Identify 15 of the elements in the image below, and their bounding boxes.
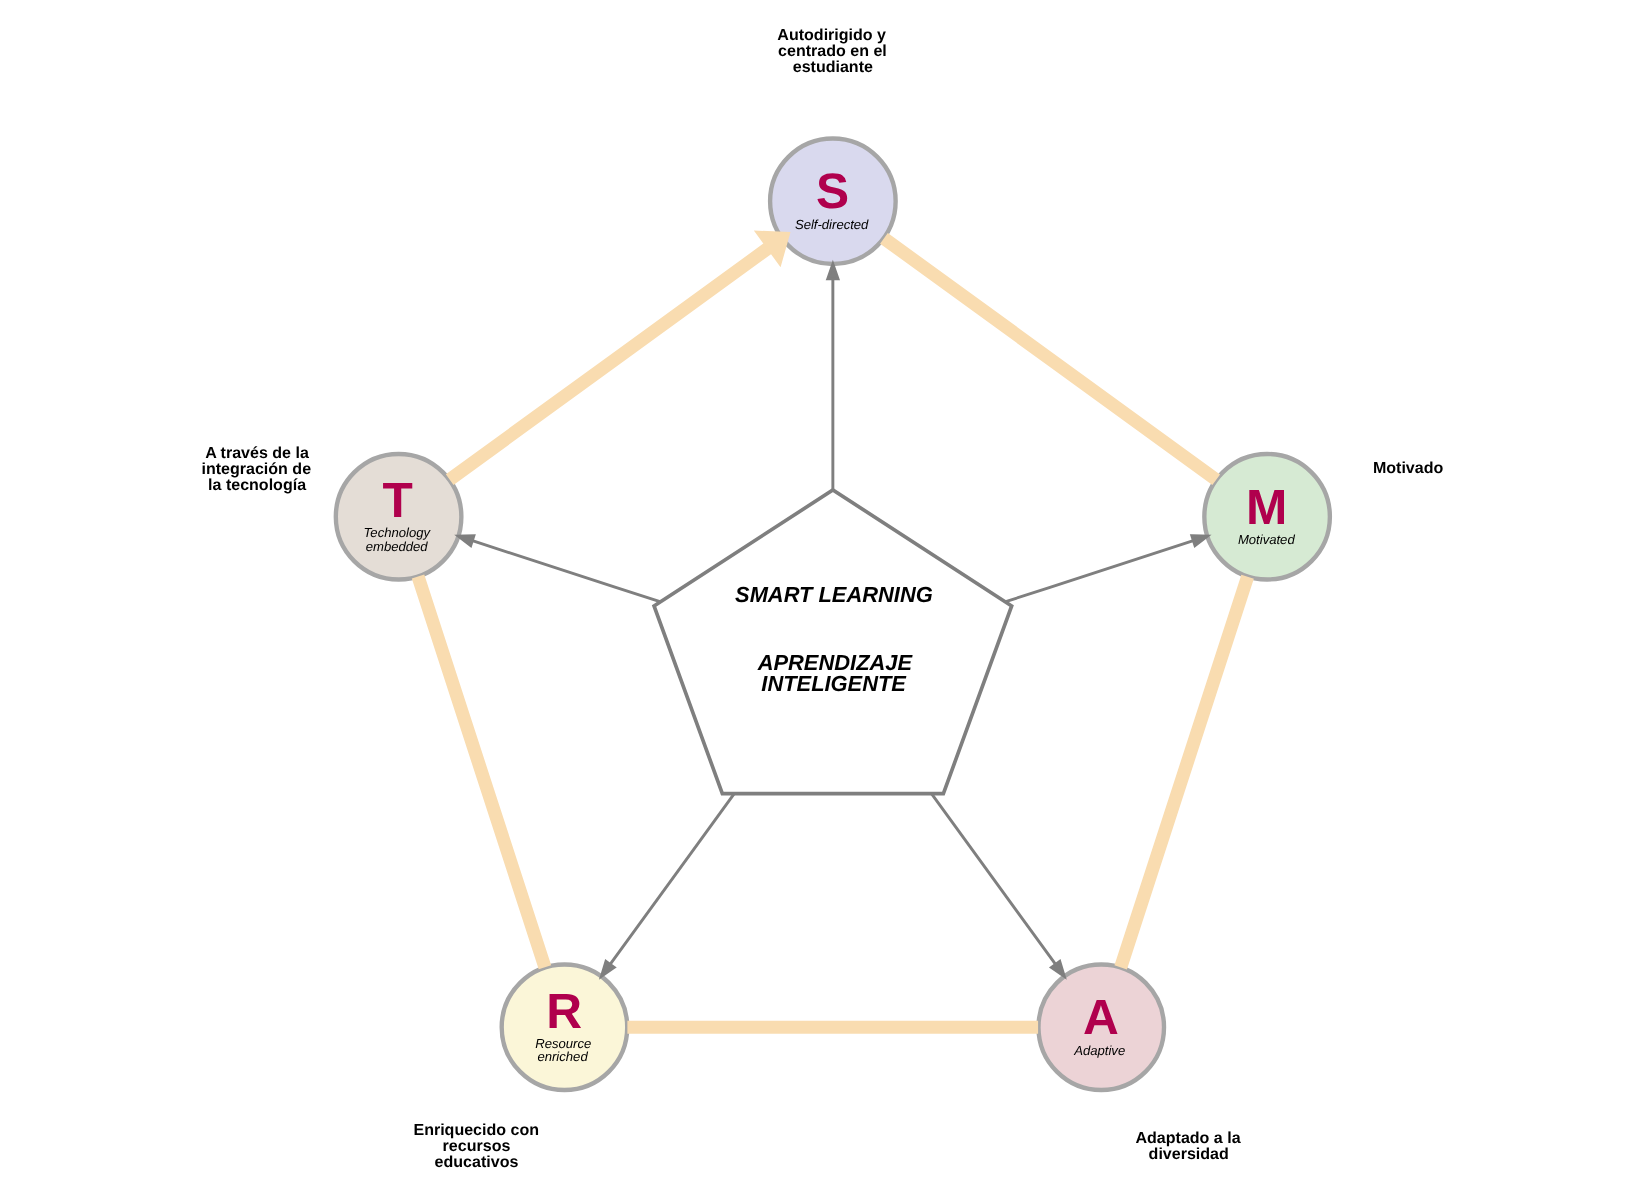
node-label: A través de la integración de la tecnología xyxy=(200,444,311,495)
arrow xyxy=(453,534,660,604)
arrow xyxy=(824,259,840,490)
node-label: Autodirigido y centrado en el estudiante xyxy=(776,25,886,76)
arrow xyxy=(1004,534,1211,604)
node-label: Motivado xyxy=(1371,459,1443,478)
arrow xyxy=(597,792,735,980)
connector xyxy=(626,1020,1038,1034)
arrow xyxy=(444,230,790,485)
connector xyxy=(410,574,551,970)
arrow xyxy=(929,792,1066,980)
connector xyxy=(879,233,1220,486)
node-label: Adaptado a la diversidad xyxy=(1134,1129,1240,1164)
node-label: Enriquecido con recursos educativos xyxy=(412,1120,539,1172)
connector xyxy=(1113,574,1253,970)
